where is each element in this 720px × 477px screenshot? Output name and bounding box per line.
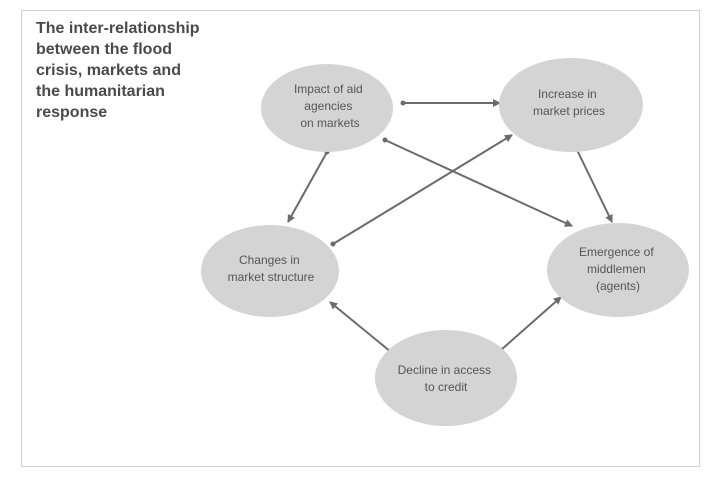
node-market-prices-label: Increase in market prices	[533, 87, 605, 118]
node-credit-access: Decline in access to credit	[375, 330, 517, 426]
node-label-line: agencies	[304, 99, 352, 113]
figure-title: The inter-relationship between the flood…	[36, 18, 236, 123]
title-line: between the flood	[36, 41, 172, 58]
node-label-line: market structure	[228, 270, 315, 284]
node-label-line: on markets	[300, 116, 359, 130]
node-label-line: market prices	[533, 104, 605, 118]
arrow-structure-to-prices	[332, 134, 513, 245]
node-market-prices: Increase in market prices	[499, 58, 643, 152]
nodes-layer: Impact of aid agencies on markets Increa…	[201, 58, 689, 426]
title-line: response	[36, 104, 108, 121]
node-middlemen-shape	[547, 223, 689, 317]
node-label-line: Decline in access	[398, 363, 491, 377]
title-line: the humanitarian	[36, 83, 165, 100]
title-line: crisis, markets and	[36, 62, 181, 79]
node-market-prices-shape	[499, 58, 643, 152]
title-line: The inter-relationship	[36, 20, 200, 37]
node-label-line: to credit	[425, 380, 468, 394]
node-market-structure-label: Changes in market structure	[228, 253, 315, 284]
node-label-line: Emergence of	[579, 245, 654, 259]
node-aid-impact-shape	[261, 64, 393, 152]
edges-layer	[287, 99, 613, 355]
arrow-credit-to-middlemen	[500, 296, 562, 351]
node-credit-access-label: Decline in access to credit	[398, 363, 495, 394]
node-middlemen: Emergence of middlemen (agents)	[547, 223, 689, 317]
arrow-aid-to-structure	[287, 151, 328, 223]
arrow-origin-dot	[330, 241, 336, 247]
node-aid-impact: Impact of aid agencies on markets	[261, 64, 393, 152]
node-label-line: (agents)	[596, 279, 640, 293]
node-label-line: Changes in	[239, 253, 300, 267]
arrow-prices-to-middlemen	[571, 143, 613, 223]
node-market-structure: Changes in market structure	[201, 225, 339, 317]
arrow-credit-to-structure	[329, 301, 392, 353]
node-label-line: Impact of aid	[294, 82, 363, 96]
arrow-aid-to-middlemen	[384, 139, 573, 227]
arrow-origin-dot	[400, 100, 406, 106]
node-middlemen-label: Emergence of middlemen (agents)	[579, 245, 657, 293]
node-aid-impact-label: Impact of aid agencies on markets	[294, 82, 366, 130]
node-label-line: Increase in	[538, 87, 597, 101]
arrow-origin-dot	[382, 137, 388, 143]
node-credit-access-shape	[375, 330, 517, 426]
node-market-structure-shape	[201, 225, 339, 317]
node-label-line: middlemen	[587, 262, 646, 276]
